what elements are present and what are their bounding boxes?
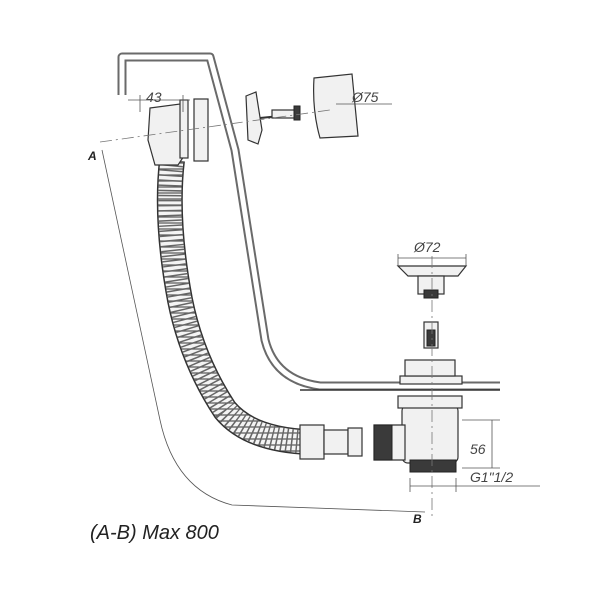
dimension-56: 56 <box>470 441 486 457</box>
overflow-axis <box>99 109 331 143</box>
point-b: B <box>413 512 422 526</box>
dimension-43: 43 <box>146 89 162 105</box>
overflow-gasket <box>193 98 209 162</box>
overflow-flange <box>179 99 189 159</box>
waste-flange <box>399 375 463 385</box>
dimension-75: Ø75 <box>351 89 379 105</box>
hose-coupling <box>299 424 325 460</box>
waste-thread <box>409 459 457 473</box>
overflow-cover <box>313 73 359 139</box>
overflow-mechanism <box>245 91 263 145</box>
overflow-rod-inner <box>119 54 500 389</box>
thread-label: G1"1/2 <box>470 469 513 485</box>
caption-max-length: (A-B) Max 800 <box>90 522 219 544</box>
ab-path <box>101 149 426 513</box>
point-a: A <box>87 149 97 163</box>
plug-head <box>396 265 468 277</box>
dimension-72: Ø72 <box>413 239 441 255</box>
outlet-nut <box>373 424 393 461</box>
waste-body <box>401 404 459 464</box>
flexible-hose-ribs <box>158 158 311 454</box>
